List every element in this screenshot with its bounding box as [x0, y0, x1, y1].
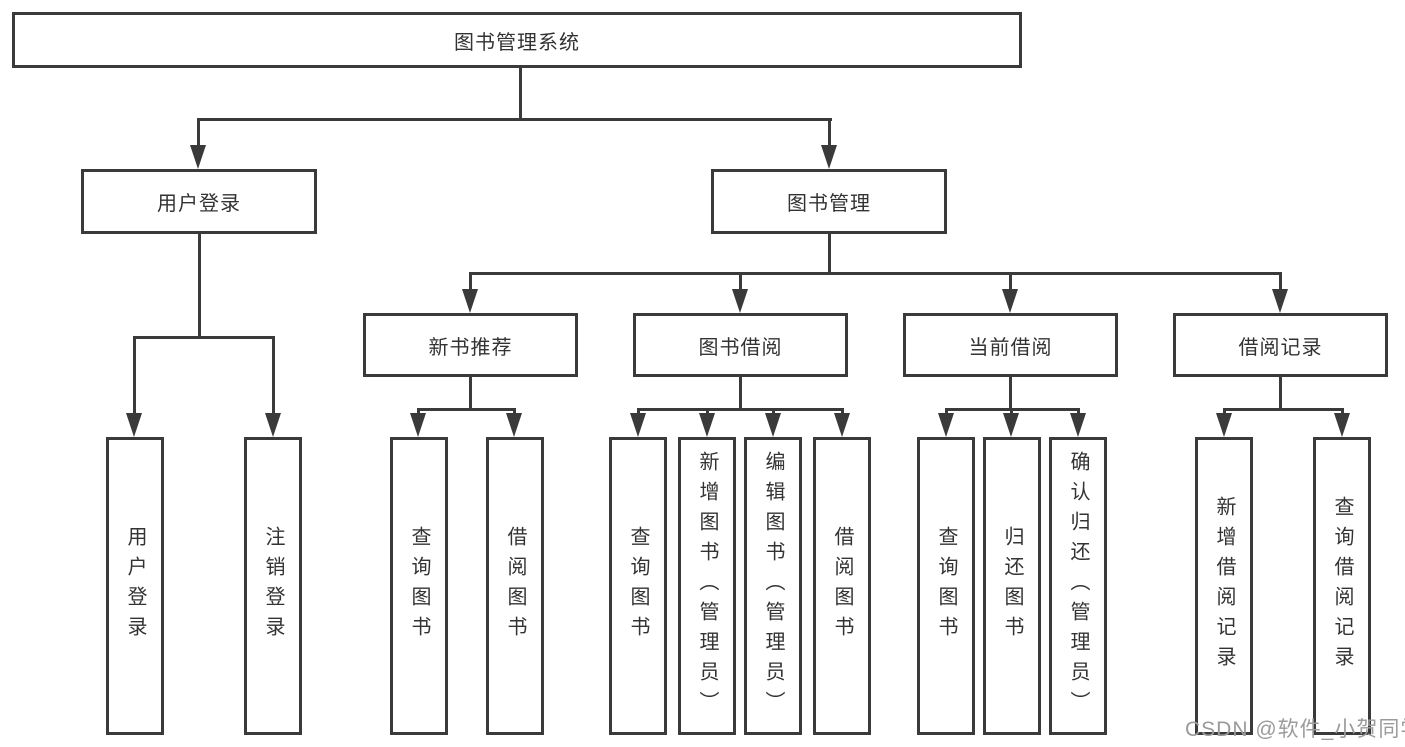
connector-line: [1009, 377, 1012, 408]
node-borrow-record: 借阅记录: [1173, 313, 1388, 377]
leaf-query-books-recommend: 查询图书: [390, 437, 448, 735]
connector-line: [739, 272, 742, 292]
arrow-down-icon: [938, 413, 954, 437]
arrow-down-icon: [821, 145, 837, 169]
arrow-down-icon: [1070, 413, 1086, 437]
leaf-add-borrow-record-label: 新增借阅记录: [1213, 496, 1235, 676]
connector-line: [1341, 408, 1344, 416]
connector-line: [417, 408, 516, 411]
arrow-down-icon: [1003, 413, 1019, 437]
connector-line: [706, 408, 709, 416]
connector-line: [945, 408, 948, 416]
node-current-borrow-label: 当前借阅: [968, 336, 1053, 359]
leaf-logout-label: 注销登录: [262, 526, 284, 646]
node-new-book-recommend-label: 新书推荐: [428, 336, 513, 359]
connector-line: [197, 118, 200, 147]
watermark: CSDN @软件_小贺同学: [1185, 718, 1405, 741]
leaf-return-books: 归还图书: [983, 437, 1041, 735]
leaf-query-borrow-record: 查询借阅记录: [1313, 437, 1371, 735]
leaf-borrow-books-recommend: 借阅图书: [486, 437, 544, 735]
leaf-query-books-recommend-label: 查询图书: [408, 526, 430, 646]
leaf-borrow-books-label: 借阅图书: [831, 526, 853, 646]
leaf-logout: 注销登录: [244, 437, 302, 735]
node-root: 图书管理系统: [12, 12, 1022, 68]
leaf-query-books-current: 查询图书: [917, 437, 975, 735]
leaf-add-borrow-record: 新增借阅记录: [1195, 437, 1253, 735]
node-current-borrow: 当前借阅: [903, 313, 1118, 377]
connector-line: [772, 408, 775, 416]
leaf-query-borrow-record-label: 查询借阅记录: [1331, 496, 1353, 676]
leaf-borrow-books-recommend-label: 借阅图书: [504, 526, 526, 646]
connector-line: [1010, 408, 1013, 416]
leaf-user-login: 用户登录: [106, 437, 164, 735]
node-new-book-recommend: 新书推荐: [363, 313, 578, 377]
arrow-down-icon: [462, 289, 478, 313]
connector-line: [198, 234, 201, 336]
node-root-label: 图书管理系统: [454, 31, 580, 54]
leaf-edit-books-admin-label: 编辑图书（管理员）: [762, 451, 784, 721]
connector-line: [739, 377, 742, 408]
connector-line: [469, 272, 472, 292]
connector-line: [133, 336, 136, 414]
leaf-user-login-label: 用户登录: [124, 526, 146, 646]
leaf-add-books-admin: 新增图书（管理员）: [678, 437, 736, 735]
connector-line: [828, 234, 831, 272]
connector-line: [637, 408, 640, 416]
connector-line: [828, 118, 831, 147]
node-book-borrow: 图书借阅: [633, 313, 848, 377]
arrow-down-icon: [1272, 289, 1288, 313]
connector-line: [272, 336, 275, 414]
node-book-management: 图书管理: [711, 169, 947, 234]
leaf-borrow-books: 借阅图书: [813, 437, 871, 735]
arrow-down-icon: [126, 413, 142, 437]
leaf-query-books-current-label: 查询图书: [935, 526, 957, 646]
arrow-down-icon: [410, 413, 426, 437]
arrow-down-icon: [1002, 289, 1018, 313]
node-book-management-label: 图书管理: [787, 193, 871, 215]
leaf-confirm-return-admin: 确认归还（管理员）: [1049, 437, 1107, 735]
connector-line: [1223, 408, 1343, 411]
connector-line: [133, 336, 274, 339]
leaf-confirm-return-admin-label: 确认归还（管理员）: [1067, 451, 1089, 721]
arrow-down-icon: [834, 413, 850, 437]
connector-line: [417, 408, 420, 416]
connector-line: [1223, 408, 1226, 416]
leaf-query-books-borrow-label: 查询图书: [627, 526, 649, 646]
arrow-down-icon: [1216, 413, 1232, 437]
leaf-edit-books-admin: 编辑图书（管理员）: [744, 437, 802, 735]
leaf-query-books-borrow: 查询图书: [609, 437, 667, 735]
node-borrow-record-label: 借阅记录: [1238, 336, 1323, 359]
connector-line: [513, 408, 516, 416]
arrow-down-icon: [1334, 413, 1350, 437]
connector-line: [1077, 408, 1080, 416]
connector-line: [1279, 377, 1282, 408]
arrow-down-icon: [732, 289, 748, 313]
connector-line: [469, 377, 472, 408]
connector-line: [1279, 272, 1282, 292]
connector-line: [519, 68, 522, 118]
node-user-login: 用户登录: [81, 169, 317, 234]
connector-line: [469, 272, 1281, 275]
arrow-down-icon: [190, 145, 206, 169]
arrow-down-icon: [765, 413, 781, 437]
arrow-down-icon: [265, 413, 281, 437]
connector-line: [197, 118, 832, 121]
node-user-login-label: 用户登录: [157, 193, 241, 215]
connector-line: [1009, 272, 1012, 292]
arrow-down-icon: [506, 413, 522, 437]
arrow-down-icon: [699, 413, 715, 437]
connector-line: [637, 408, 843, 411]
arrow-down-icon: [630, 413, 646, 437]
node-book-borrow-label: 图书借阅: [698, 336, 783, 359]
leaf-add-books-admin-label: 新增图书（管理员）: [696, 451, 718, 721]
connector-line: [841, 408, 844, 416]
leaf-return-books-label: 归还图书: [1001, 526, 1023, 646]
